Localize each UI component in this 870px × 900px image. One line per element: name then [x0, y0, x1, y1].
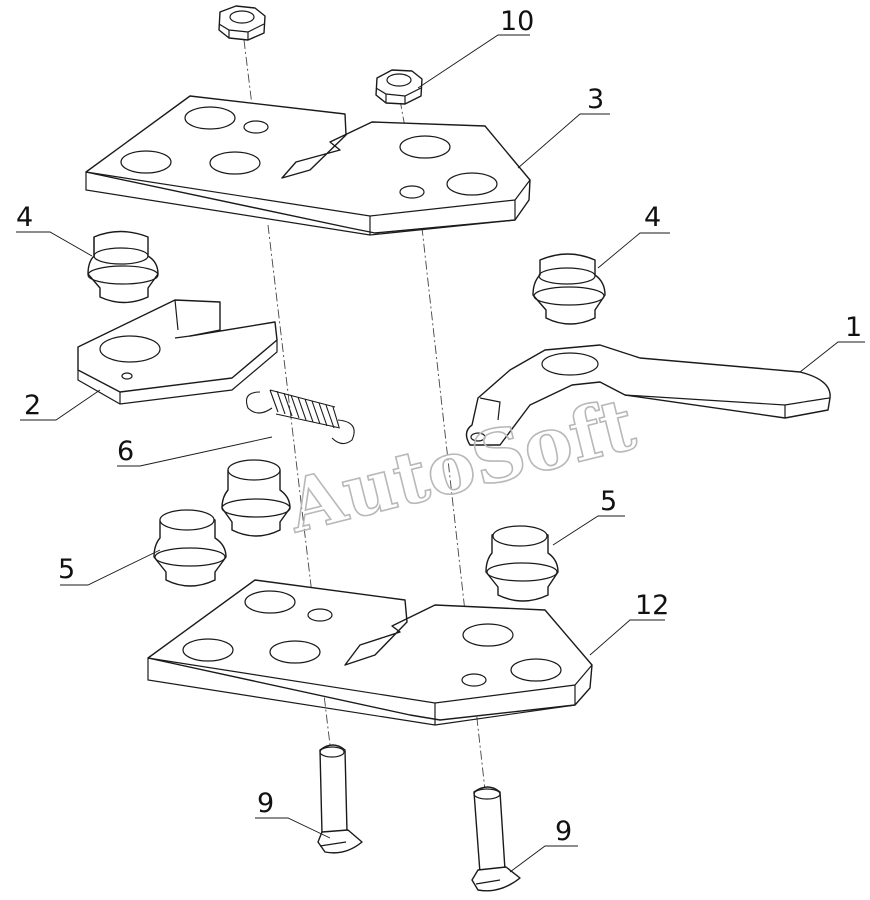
bushing-upper-left [87, 230, 159, 304]
bushing-upper-right [532, 253, 606, 325]
callout-9-left: 9 [257, 788, 274, 819]
callout-2: 2 [24, 390, 41, 421]
long-lever [465, 344, 831, 446]
leader-lines [16, 34, 865, 873]
callout-labels: 10 3 4 4 1 2 6 5 5 12 9 9 [16, 6, 862, 847]
nut-right [375, 69, 423, 105]
callout-5-right: 5 [600, 486, 617, 517]
nut-left [218, 5, 266, 41]
callout-4-left: 4 [16, 202, 33, 233]
bushing-lower-right [485, 525, 559, 602]
lower-plate [147, 579, 593, 726]
tension-spring [245, 389, 355, 445]
callout-9-right: 9 [555, 816, 572, 847]
screw-left [317, 744, 363, 854]
small-lever-plate [77, 299, 278, 405]
callout-12: 12 [635, 590, 669, 621]
bushing-lower-left [153, 509, 227, 587]
callout-1: 1 [845, 312, 862, 343]
callout-6: 6 [117, 436, 134, 467]
callout-5-left: 5 [58, 554, 75, 585]
callout-4-right: 4 [644, 202, 661, 233]
bushing-middle [221, 459, 291, 537]
upper-plate [85, 95, 531, 236]
callout-3: 3 [587, 84, 604, 115]
screw-right [471, 786, 521, 892]
callout-10: 10 [500, 6, 534, 37]
